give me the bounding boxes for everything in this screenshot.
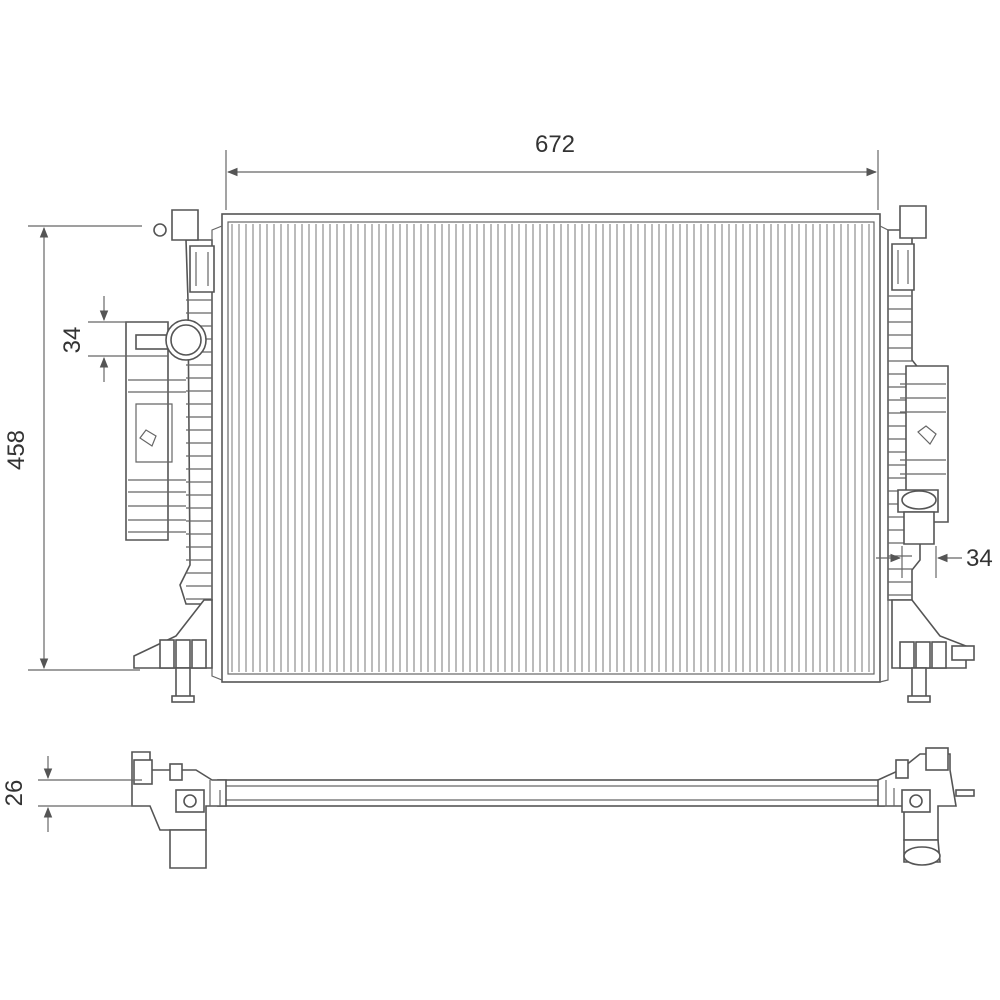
left-outlet-pipe-profile <box>169 829 207 869</box>
dimension-left-outlet: 34 <box>59 296 168 382</box>
left-bottom-pin <box>175 667 191 699</box>
dimension-height: 458 <box>3 225 142 671</box>
height-label: 458 <box>3 430 30 470</box>
core-side-profile <box>217 779 885 807</box>
right-bottom-pin <box>911 667 927 699</box>
radiator-core-inner-frame <box>227 221 875 675</box>
dimension-core-depth: 26 <box>1 756 142 832</box>
right-tank <box>879 205 975 703</box>
right-side-plate <box>905 365 949 523</box>
dimension-right-outlet: 34 <box>876 545 993 578</box>
right-bottom-tab <box>951 645 975 661</box>
right-top-mount <box>899 205 927 239</box>
left-tank-ribs <box>186 299 212 600</box>
radiator-front-view <box>125 205 975 703</box>
width-label: 672 <box>535 131 575 158</box>
left-plate-ribs <box>128 379 186 533</box>
left-outlet-diameter-label: 34 <box>59 327 86 354</box>
radiator-bottom-view <box>131 747 975 869</box>
right-plate-ribs <box>900 383 946 475</box>
left-tank <box>125 209 223 703</box>
left-mount-clip-icon <box>139 429 157 447</box>
right-outlet-pipe <box>903 511 935 545</box>
left-mount-hole <box>153 223 167 237</box>
radiator-core-frame <box>221 213 881 683</box>
left-top-mount <box>171 209 199 241</box>
core-depth-label: 26 <box>1 780 28 807</box>
right-outlet-diameter-label: 34 <box>966 545 993 572</box>
right-mount-clip-icon <box>917 425 937 445</box>
dimension-width: 672 <box>225 131 879 210</box>
radiator-core-fins <box>231 224 870 672</box>
